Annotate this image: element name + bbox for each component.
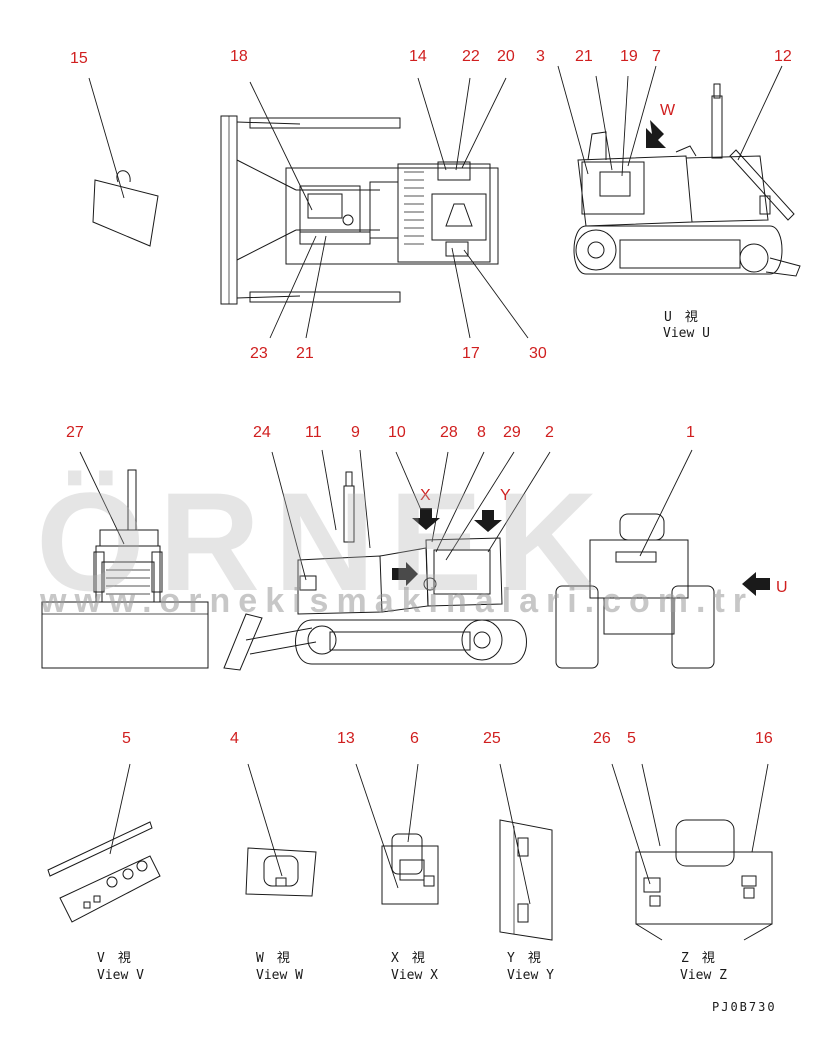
callout-21-lower: 21 [296,345,314,362]
callout-20: 20 [497,48,515,65]
caption-z-jp: Z 視 [681,951,715,966]
side-view-drawing: X Y [223,449,551,671]
callout-7: 7 [652,48,661,65]
callout-13: 13 [337,730,355,747]
watermark-url: www.ornekismakinalari.com.tr [39,582,754,620]
caption-x-jp: X 視 [391,951,425,966]
view-arrow-w-label: W [660,102,676,119]
callout-25: 25 [483,730,501,747]
view-v-drawing [47,763,161,923]
callout-12: 12 [774,48,792,65]
view-arrow-y-label: Y [500,487,511,504]
watermark-main: ÖRNEK [36,463,612,620]
caption-w-jp: W 視 [256,951,290,966]
view-x-drawing [355,763,439,905]
caption-u-jp: U 視 [664,310,698,325]
view-u-drawing: W [557,65,801,277]
callout-24: 24 [253,424,271,441]
callout-5-view-z: 5 [627,730,636,747]
caption-y-jp: Y 視 [507,951,541,966]
caption-v-en: View V [97,968,144,983]
caption-x-en: View X [391,968,438,983]
callout-numbers: 15 18 14 22 20 3 21 19 7 12 23 21 17 30 … [66,48,792,747]
callout-3: 3 [536,48,545,65]
caption-w-en: View W [256,968,303,983]
view-y-drawing [499,763,553,941]
callout-15: 15 [70,50,88,67]
caption-z-en: View Z [680,968,727,983]
rear-view-drawing: U [555,449,788,669]
view-w-drawing [245,763,317,897]
callout-28: 28 [440,424,458,441]
callout-6: 6 [410,730,419,747]
callout-26: 26 [593,730,611,747]
view-captions: U 視 View U V 視 View V W 視 View W X 視 Vie… [97,310,777,1014]
callout-21-upper: 21 [575,48,593,65]
caption-y-en: View Y [507,968,554,983]
caption-v-jp: V 視 [97,951,131,966]
view-arrow-x-label: X [420,487,431,504]
view-z-drawing [611,763,773,941]
callout-27: 27 [66,424,84,441]
callout-4: 4 [230,730,239,747]
callout-10: 10 [388,424,406,441]
callout-8: 8 [477,424,486,441]
decal-15-drawing [88,77,159,247]
drawing-code: PJ0B730 [712,1000,777,1014]
callout-22: 22 [462,48,480,65]
callout-5-view-v: 5 [122,730,131,747]
callout-17: 17 [462,345,480,362]
callout-29: 29 [503,424,521,441]
callout-9: 9 [351,424,360,441]
callout-18: 18 [230,48,248,65]
callout-2: 2 [545,424,554,441]
caption-u-en: View U [663,326,710,341]
callout-19: 19 [620,48,638,65]
callout-14: 14 [409,48,427,65]
callout-30: 30 [529,345,547,362]
callout-1: 1 [686,424,695,441]
callout-16: 16 [755,730,773,747]
view-arrow-u-label: U [776,579,788,596]
front-view-drawing [41,451,209,669]
callout-11: 11 [305,424,322,441]
plan-view-drawing [220,77,529,339]
callout-23: 23 [250,345,268,362]
